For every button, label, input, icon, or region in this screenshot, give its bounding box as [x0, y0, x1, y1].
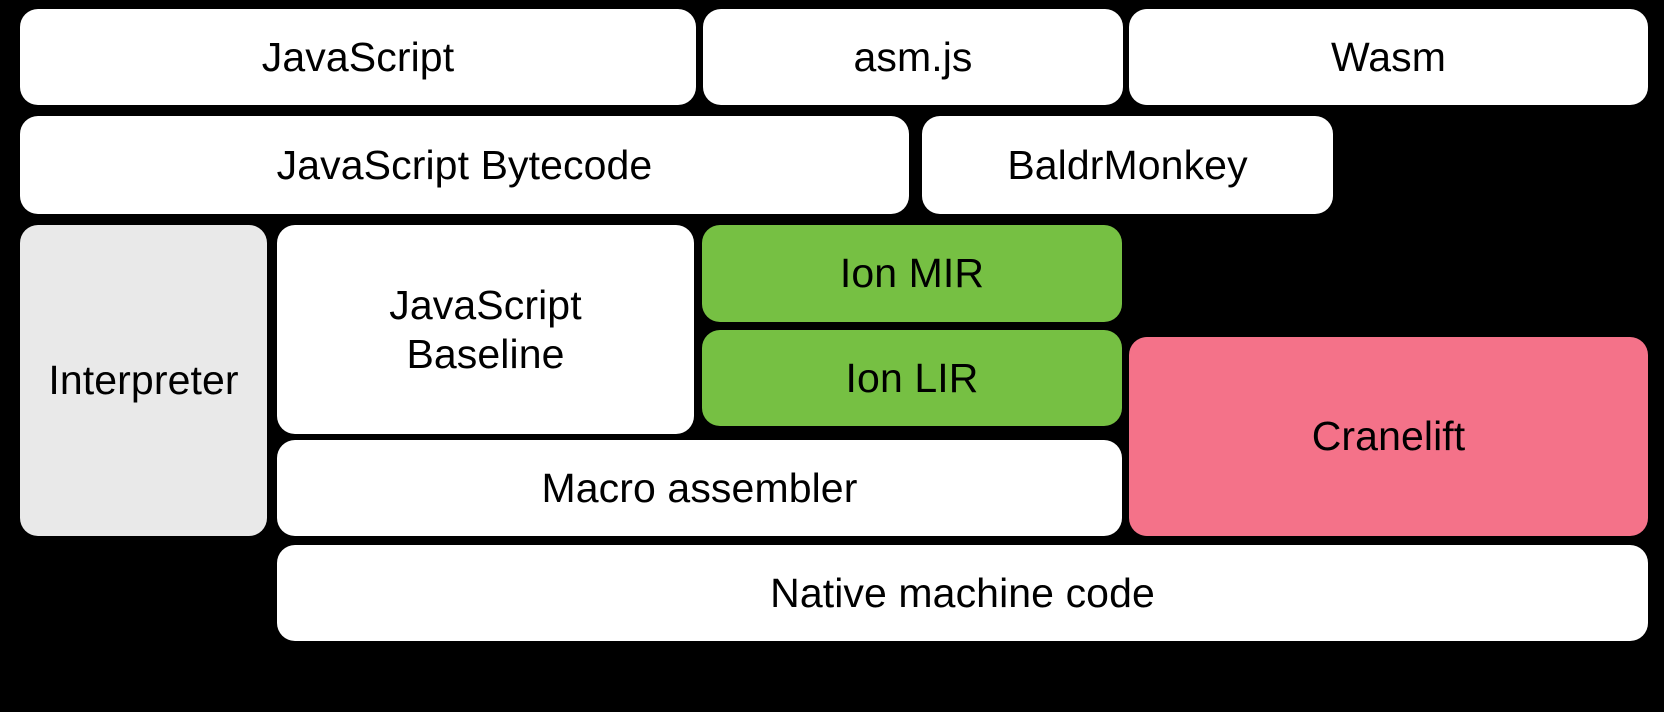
node-ion-lir[interactable]: Ion LIR: [702, 330, 1122, 426]
node-native-machine-code[interactable]: Native machine code: [277, 545, 1648, 641]
node-javascript-baseline[interactable]: JavaScript Baseline: [277, 225, 694, 434]
node-macro-assembler[interactable]: Macro assembler: [277, 440, 1122, 536]
node-ion-mir[interactable]: Ion MIR: [702, 225, 1122, 322]
node-javascript[interactable]: JavaScript: [20, 9, 696, 105]
node-javascript-bytecode[interactable]: JavaScript Bytecode: [20, 116, 909, 214]
node-interpreter[interactable]: Interpreter: [20, 225, 267, 536]
node-cranelift[interactable]: Cranelift: [1129, 337, 1648, 536]
node-asmjs[interactable]: asm.js: [703, 9, 1123, 105]
node-baldrmonkey[interactable]: BaldrMonkey: [922, 116, 1333, 214]
node-wasm[interactable]: Wasm: [1129, 9, 1648, 105]
